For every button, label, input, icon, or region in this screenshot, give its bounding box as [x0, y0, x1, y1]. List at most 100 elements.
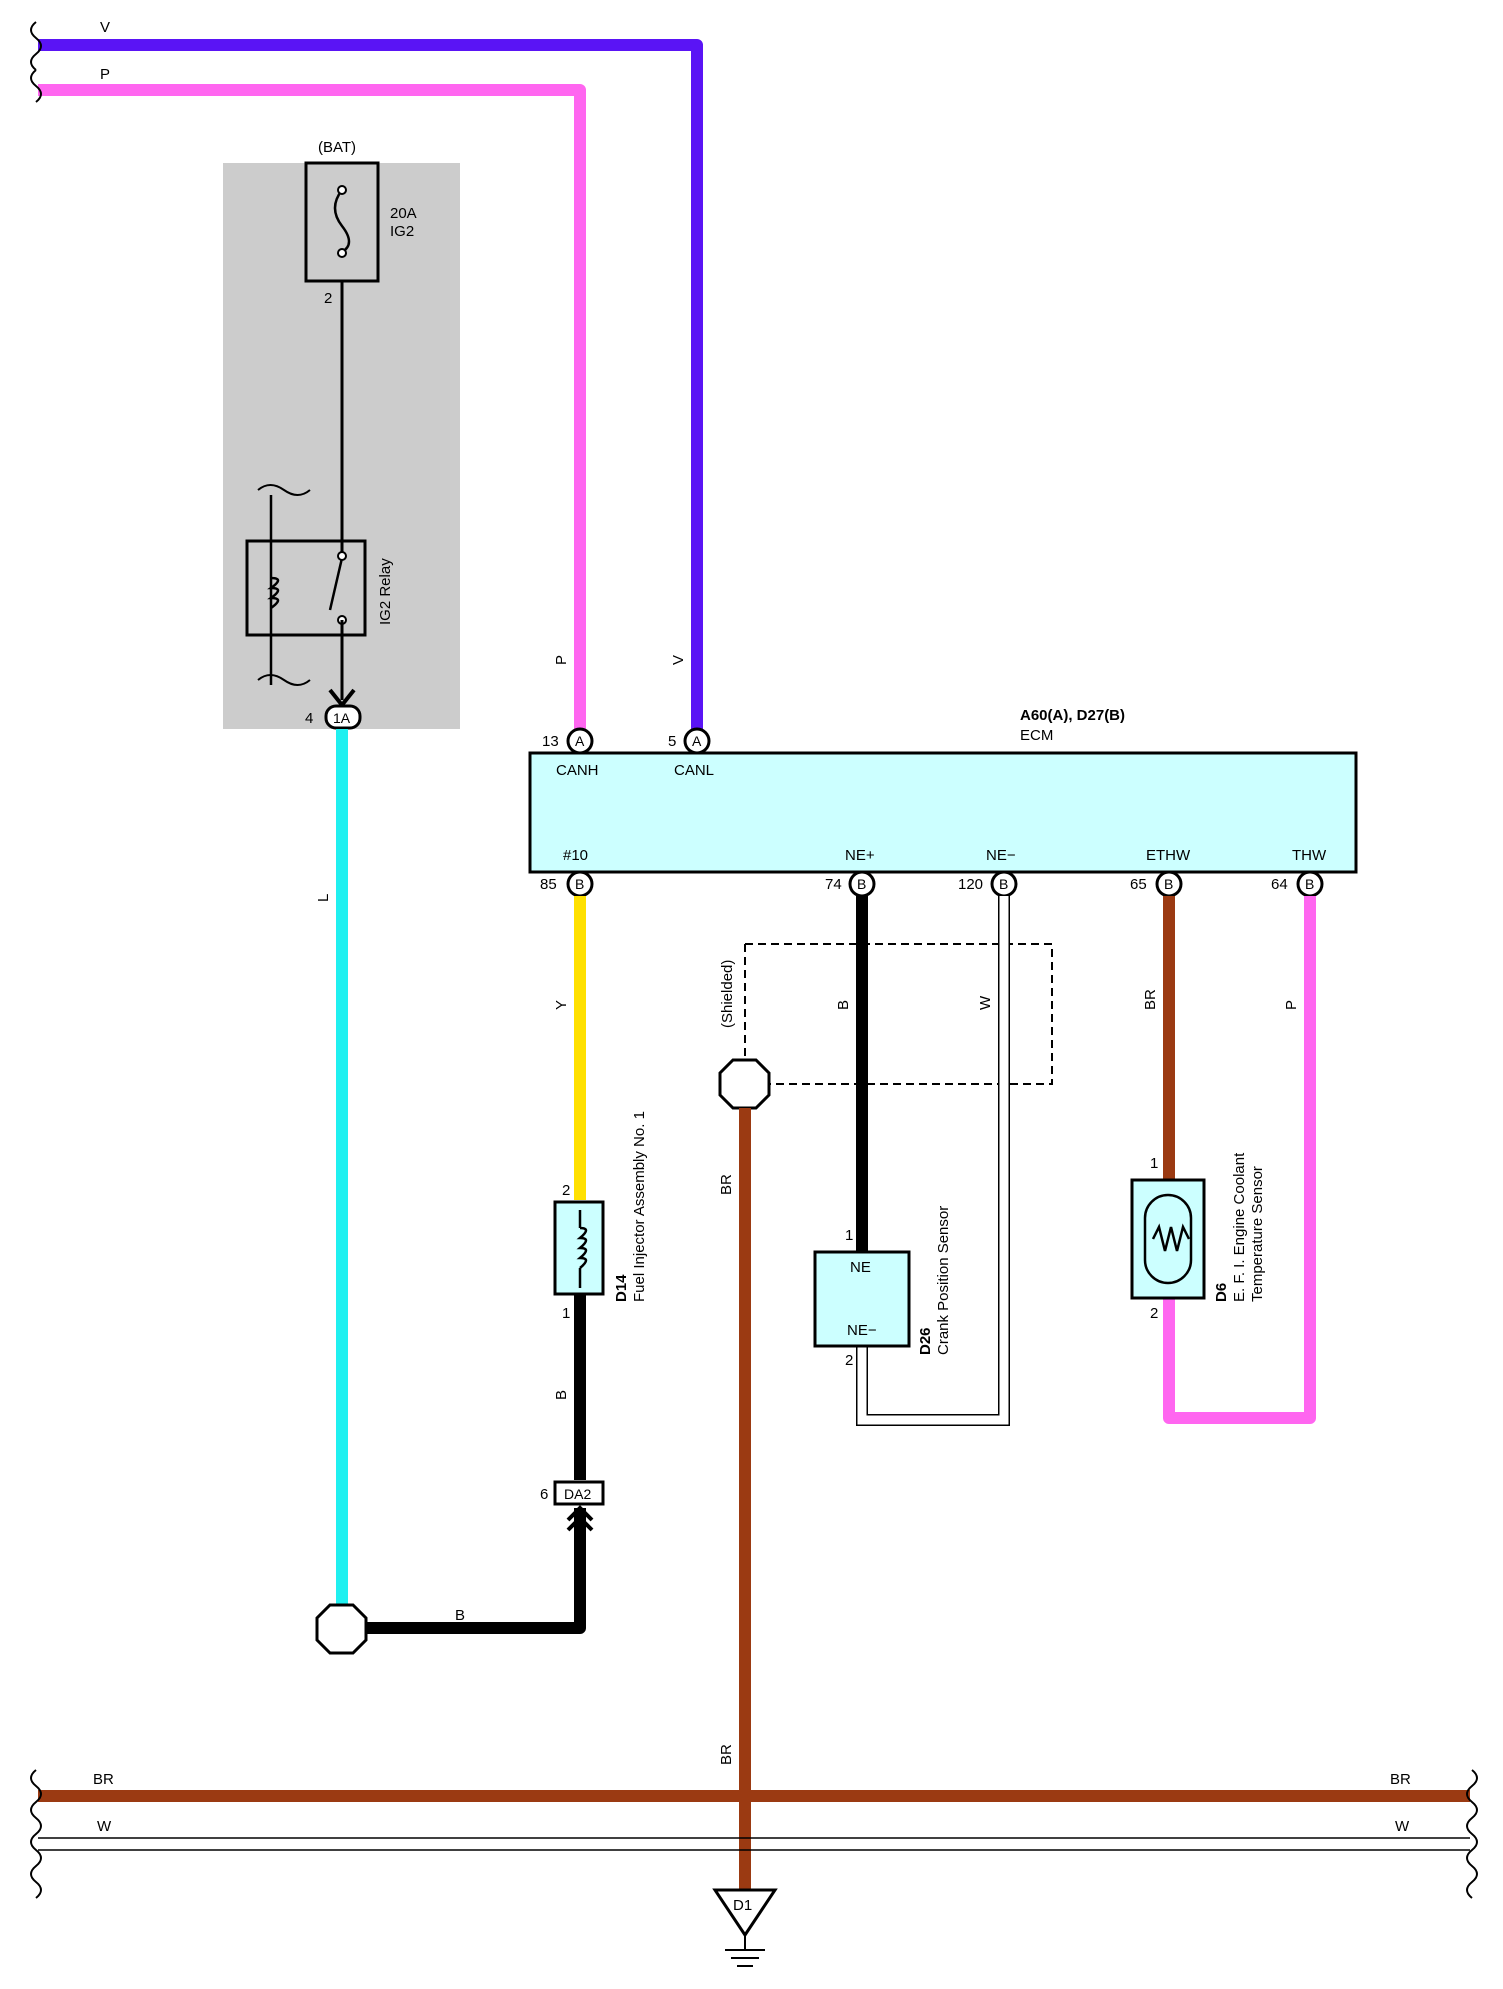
pin-num: 5	[668, 733, 676, 750]
crank-term-bottom: NE−	[847, 1322, 877, 1339]
shield: (Shielded)	[718, 943, 1053, 1110]
wire-p-thw	[1163, 896, 1316, 1424]
coolant-pin-top: 1	[1150, 1155, 1158, 1172]
relay-switch-icon	[328, 557, 344, 611]
shield-dashed-outline	[745, 943, 1053, 1085]
bus-w-right: W	[1395, 1818, 1410, 1835]
fuse-dot-top	[337, 185, 347, 195]
pin-signal: NE+	[845, 847, 875, 864]
wire-br-ground-label: BR	[718, 1744, 735, 1765]
injector-pin-top: 2	[562, 1182, 570, 1199]
crank-term-top: NE	[850, 1259, 871, 1276]
junction-block: (BAT) 20A IG2 2 IG2 Relay 1A 4	[223, 139, 460, 730]
top-p-label: P	[100, 66, 110, 83]
ground-d1: D1	[712, 1888, 778, 1967]
pin-marker	[566, 727, 594, 755]
wire-b-ground-link	[360, 1508, 586, 1634]
pin-num: 85	[540, 876, 557, 893]
conn-1a-code: 1A	[333, 710, 351, 726]
pin-signal: #10	[563, 847, 588, 864]
bus-br-right: BR	[1390, 1771, 1411, 1788]
pin-conn: B	[999, 876, 1008, 892]
relay-coil-break-bottom	[257, 674, 311, 686]
fuse-dot-bottom	[337, 248, 347, 258]
wire-y-label: Y	[553, 1000, 570, 1010]
break-mark-bottom-left	[30, 1769, 42, 1899]
wire-b-ne-plus-label: B	[835, 1000, 852, 1010]
break-mark-top-2	[30, 69, 42, 103]
relay-box	[245, 539, 367, 637]
injector-coil-icon	[576, 1226, 588, 1269]
crank-pin-bottom: 2	[845, 1352, 853, 1369]
wire-p-canh	[38, 84, 586, 733]
injector-circuit: Y 2 1 D14 Fuel Injector Assembly No. 1 B…	[315, 896, 648, 1655]
wire-v	[38, 39, 703, 733]
relay-coil-icon	[267, 576, 280, 610]
pin-num: 64	[1271, 876, 1288, 893]
pin-num: 120	[958, 876, 983, 893]
wire-br-ethw-label: BR	[1142, 989, 1159, 1010]
pin-conn: B	[1164, 876, 1173, 892]
pin-num: 13	[542, 733, 559, 750]
bus-br-left: BR	[93, 1771, 114, 1788]
ground-code: D1	[733, 1897, 752, 1914]
wire-p-thw-label: P	[1283, 1000, 1300, 1010]
pin-conn: B	[857, 876, 866, 892]
bat-label: (BAT)	[318, 139, 356, 156]
injector-pin-bottom: 1	[562, 1305, 570, 1322]
fuse-amp: 20A	[390, 205, 417, 222]
pin-signal: NE−	[986, 847, 1016, 864]
pin-conn: A	[692, 733, 702, 749]
ecm-pin-canh: A 13 CANH P	[542, 655, 599, 779]
ecm-box	[528, 751, 1358, 874]
da2-pin: 6	[540, 1486, 548, 1503]
conn-1a-box	[324, 704, 362, 730]
top-bus: V P	[30, 19, 703, 733]
ecm-pin-canl: A 5 CANL V	[668, 655, 714, 779]
splice-point-left	[315, 1603, 368, 1655]
ecm: A60(A), D27(B) ECM A 13 CANH P A 5 CANL …	[528, 655, 1358, 898]
crank-code: D26	[917, 1327, 934, 1355]
wire-br-drain-label: BR	[718, 1174, 735, 1195]
ecm-pin-10: #10 B 85	[540, 847, 594, 898]
pin-signal: CANH	[556, 762, 599, 779]
pin-signal: THW	[1292, 847, 1327, 864]
pin-conn: B	[1305, 876, 1314, 892]
shield-label: (Shielded)	[719, 960, 736, 1028]
wire-w-ne-minus	[857, 896, 1009, 1425]
ground-triangle	[712, 1888, 778, 1938]
ecm-pin-ne-minus: NE− B 120	[958, 847, 1018, 898]
break-mark-bottom-right	[1466, 1769, 1478, 1899]
bus-w-left: W	[97, 1818, 112, 1835]
relay-name: IG2 Relay	[377, 558, 394, 625]
fuse-name: IG2	[390, 223, 414, 240]
coolant-name-line1: E. F. I. Engine Coolant	[1231, 1152, 1248, 1302]
shield-splice	[718, 1058, 771, 1110]
crank-circuit: B W NE NE− 1 2 D26 Crank Position Sensor	[813, 896, 1010, 1426]
crank-sensor-box	[813, 1250, 911, 1348]
pin-conn: B	[575, 876, 584, 892]
coolant-name-line2: Temperature Sensor	[1249, 1166, 1266, 1302]
relay-dot-top	[337, 551, 347, 561]
da2-box	[553, 1480, 605, 1506]
wire-b-ground-link-label: B	[455, 1607, 465, 1624]
pin-signal: ETHW	[1146, 847, 1191, 864]
coolant-pin-bottom: 2	[1150, 1305, 1158, 1322]
ecm-name: ECM	[1020, 727, 1053, 744]
conn-1a-pin: 4	[305, 710, 313, 727]
pin-conn: A	[575, 733, 585, 749]
break-mark-top-1	[30, 21, 42, 71]
thermistor-icon	[1143, 1193, 1193, 1285]
ecm-code: A60(A), D27(B)	[1020, 707, 1125, 724]
wire-w-ne-minus-label: W	[977, 995, 994, 1010]
crank-pin-top: 1	[845, 1227, 853, 1244]
da2-code: DA2	[564, 1486, 591, 1502]
pin-marker	[683, 727, 711, 755]
top-v-label: V	[100, 19, 110, 36]
relay-coil-break-top	[257, 484, 311, 496]
fuse-icon	[333, 189, 351, 254]
injector-code: D14	[613, 1274, 630, 1302]
bottom-bus: BR BR W W	[30, 1769, 1478, 1899]
wire-b-injector-label: B	[553, 1390, 570, 1400]
